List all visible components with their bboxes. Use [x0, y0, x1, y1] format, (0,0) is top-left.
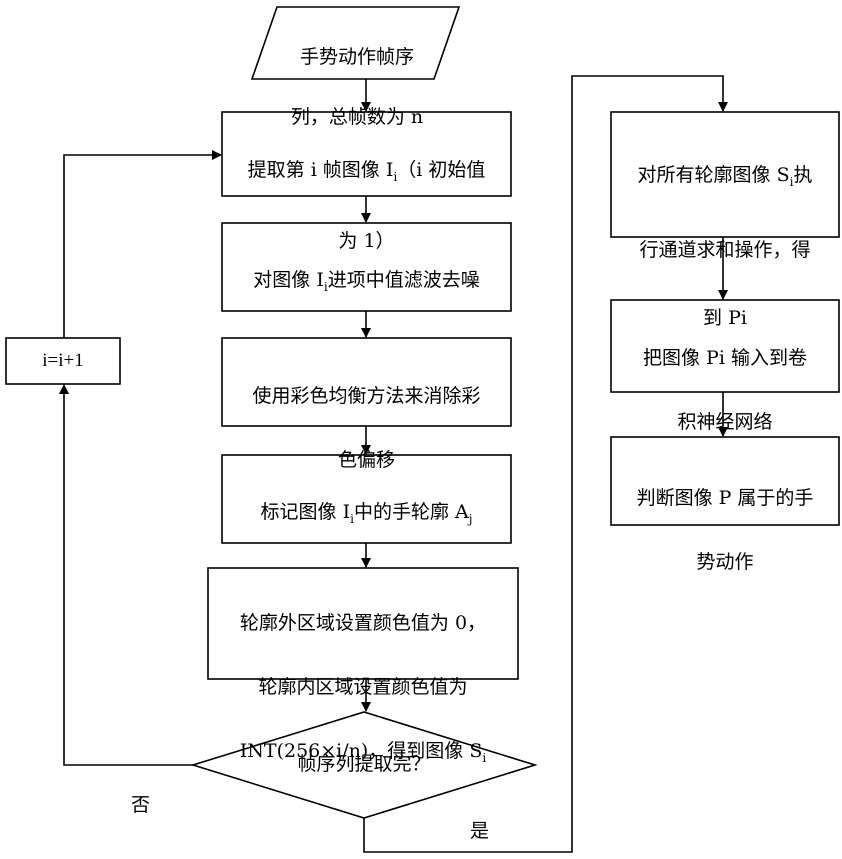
- decision-text: 帧序列提取完？: [264, 748, 464, 780]
- arrow-no-to-increment: [64, 385, 193, 765]
- arrow-increment-to-extract: [64, 155, 221, 338]
- judge-text: 判断图像 P 属于的手 势动作: [611, 450, 839, 610]
- mark-contour-text: 标记图像 Ii中的手轮廓 Aj: [222, 464, 511, 567]
- increment-text: i=i+1: [6, 345, 120, 377]
- extract-line-1: 提取第 i 帧图像 Ii（i 初始值: [222, 154, 511, 193]
- denoise-text: 对图像 Ii进项中值滤波去噪: [222, 232, 511, 335]
- label-yes: 是: [470, 816, 489, 843]
- start-line-1: 手势动作帧序: [262, 42, 452, 72]
- cnn-input-text: 把图像 Pi 输入到卷 积神经网络: [611, 310, 839, 470]
- label-no: 否: [131, 790, 150, 817]
